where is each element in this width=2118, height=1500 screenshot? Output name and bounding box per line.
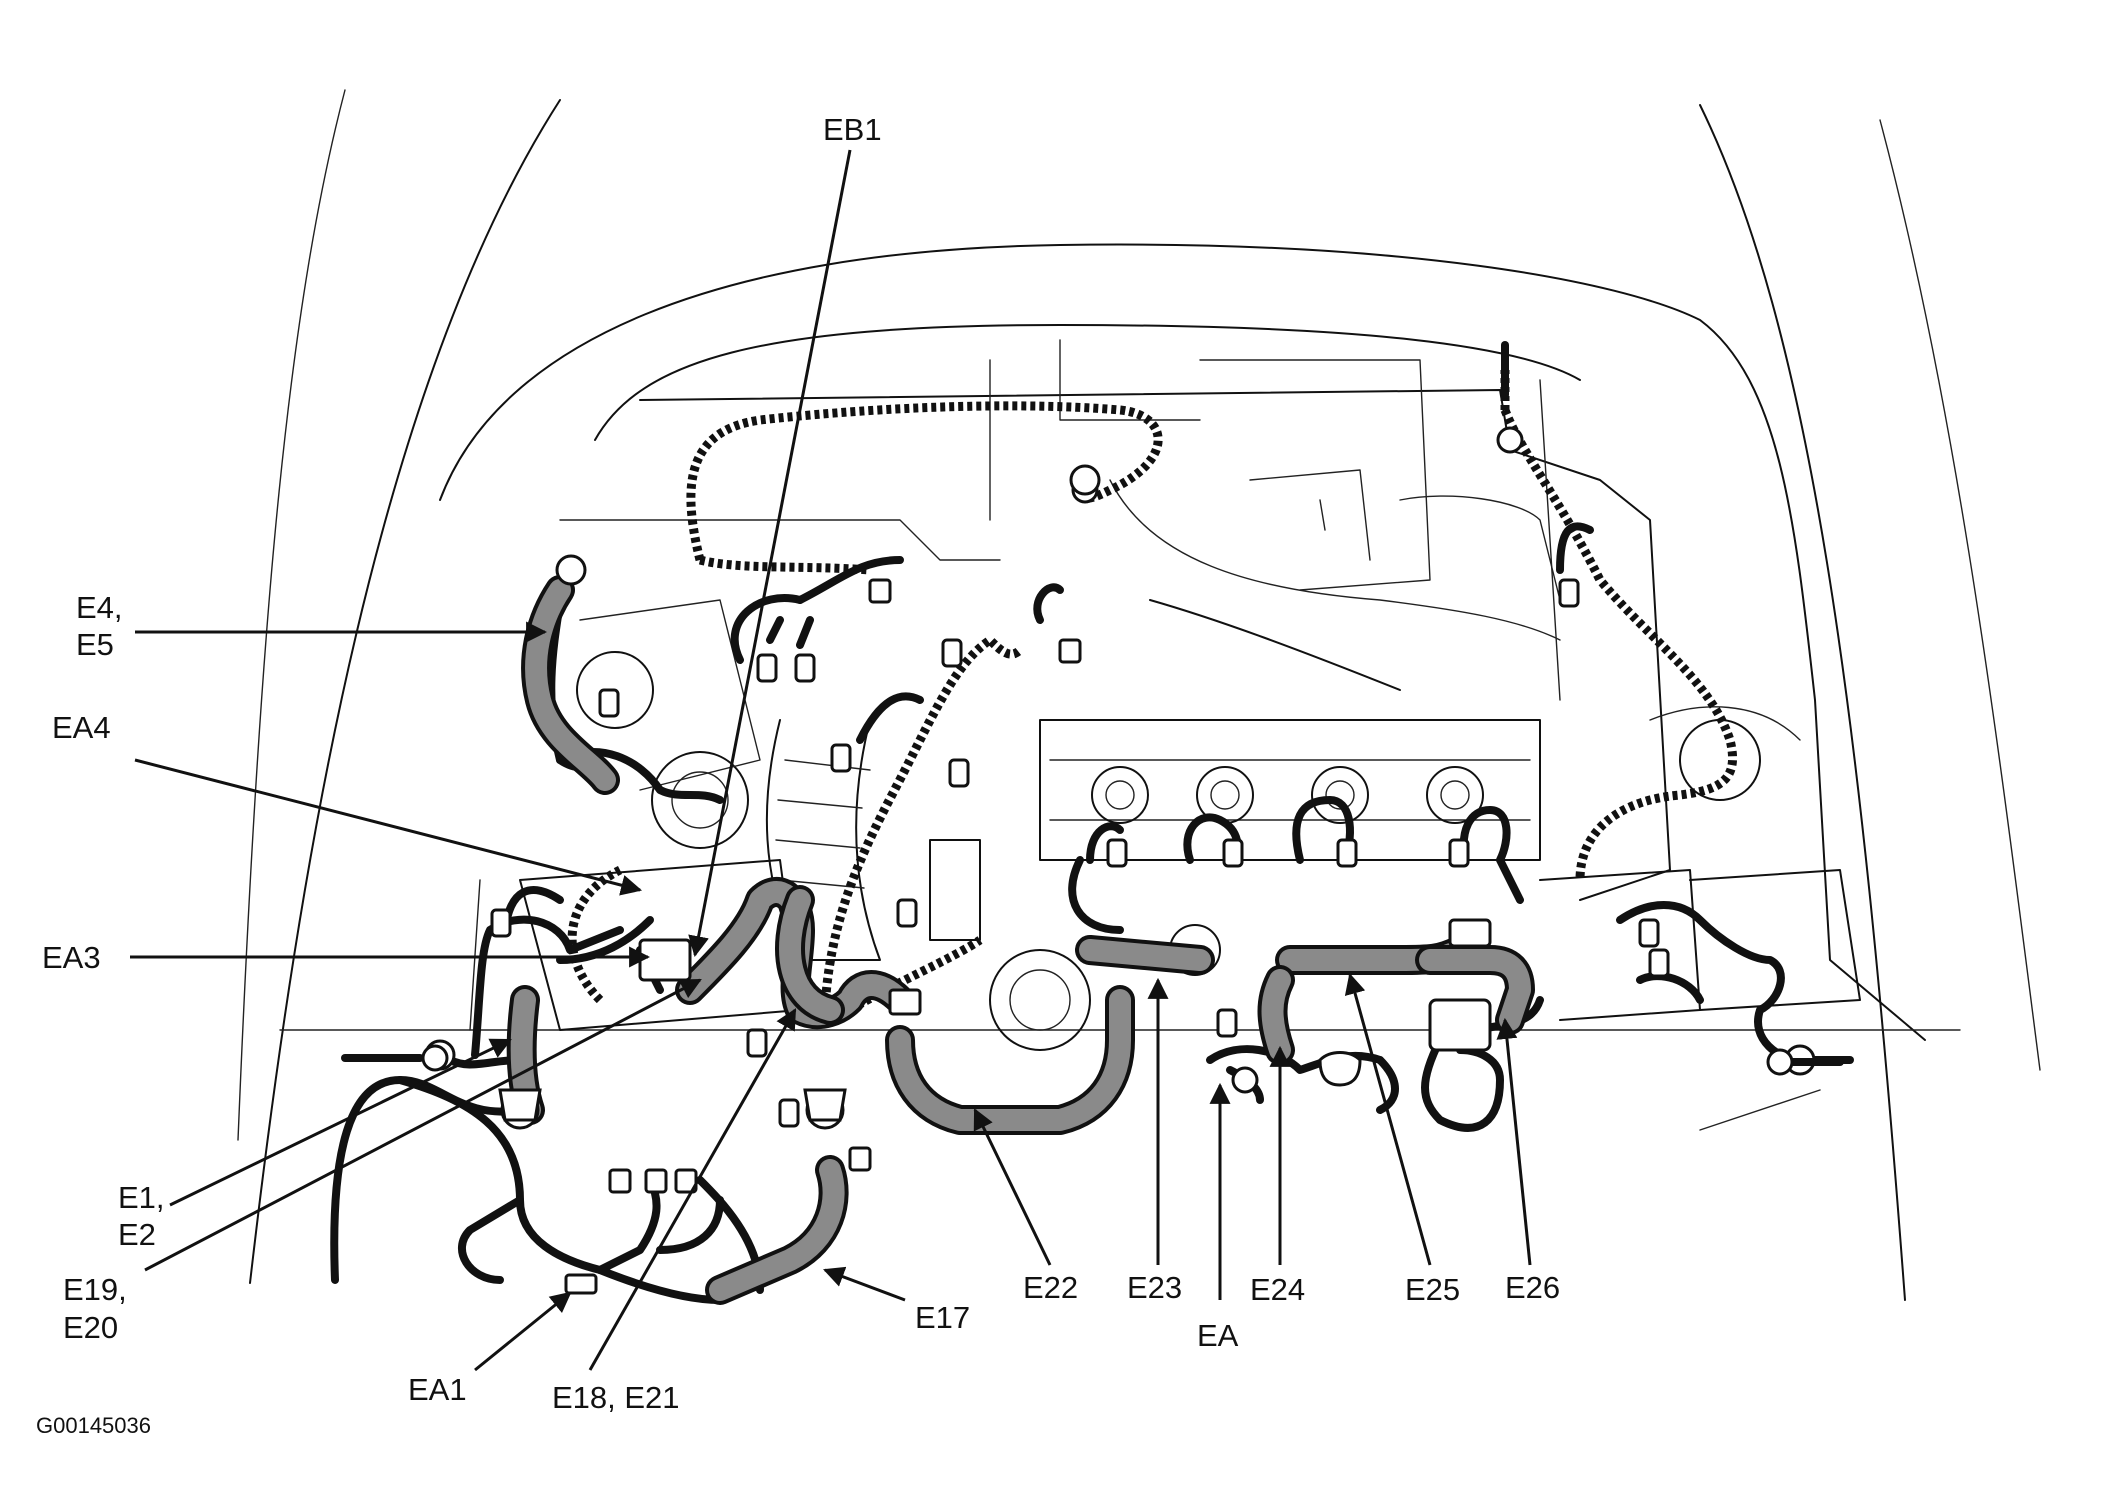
callout-pointers xyxy=(130,149,1532,1372)
label-e17: E17 xyxy=(915,1300,970,1335)
label-e1-e2-line1: E1, xyxy=(118,1180,165,1215)
label-e26: E26 xyxy=(1505,1270,1560,1305)
label-eb1: EB1 xyxy=(823,112,882,147)
label-e1-e2-line2: E2 xyxy=(118,1217,156,1252)
label-e19-e20-line1: E19, xyxy=(63,1272,127,1307)
label-e25: E25 xyxy=(1405,1272,1460,1307)
connectors xyxy=(424,426,1816,1295)
label-e23: E23 xyxy=(1127,1270,1182,1305)
ground-bolts xyxy=(341,341,1844,1076)
label-ea3: EA3 xyxy=(42,940,101,975)
label-e24: E24 xyxy=(1250,1272,1305,1307)
figure-id: G00145036 xyxy=(36,1413,151,1438)
label-e4-e5-line2: E5 xyxy=(76,627,114,662)
label-e18-e21: E18, E21 xyxy=(552,1380,680,1415)
label-e22: E22 xyxy=(1023,1270,1078,1305)
harness-looms xyxy=(506,575,1535,1305)
label-ea1: EA1 xyxy=(408,1372,467,1407)
callout-labels: EB1 E4, E5 EA4 EA3 E1, E2 E19, E20 EA1 E… xyxy=(36,112,1560,1438)
individual-wires xyxy=(330,522,1854,1304)
label-ea4: EA4 xyxy=(52,710,111,745)
label-e4-e5-line1: E4, xyxy=(76,590,123,625)
engine-bay-structure xyxy=(469,339,1861,1051)
label-e19-e20-line2: E20 xyxy=(63,1310,118,1345)
label-ea: EA xyxy=(1197,1318,1239,1353)
